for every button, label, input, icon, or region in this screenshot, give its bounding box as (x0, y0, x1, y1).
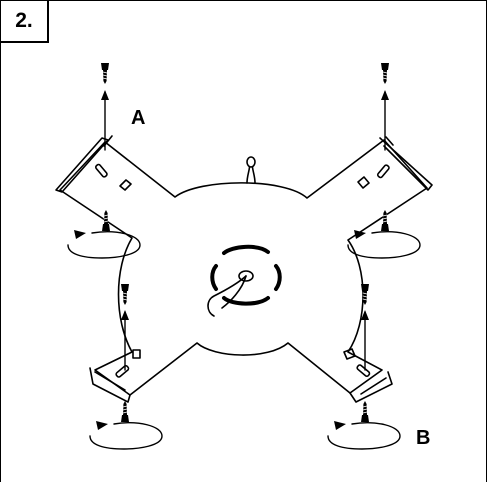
callout-a: A (131, 107, 146, 129)
callout-b: B (416, 427, 431, 449)
center-cable-hole (207, 244, 282, 317)
step-number: 2. (1, 1, 49, 43)
plate-outline (59, 139, 428, 396)
rotate-arrow-icon (89, 420, 163, 450)
rotate-arrow-icon (327, 420, 401, 450)
screw-lower-top-right (347, 209, 421, 259)
screw-top-right (380, 62, 390, 151)
arm-bottom-left-edge (89, 367, 131, 403)
arm-bottom-right-edge (349, 371, 393, 403)
arm-top-right-edge (379, 137, 433, 191)
screw-lower-top-left (67, 209, 141, 259)
screw-bottom-right (327, 283, 401, 450)
rotate-arrow-icon (347, 229, 421, 259)
mounting-plate (55, 135, 433, 403)
screw-top-left (100, 62, 110, 151)
